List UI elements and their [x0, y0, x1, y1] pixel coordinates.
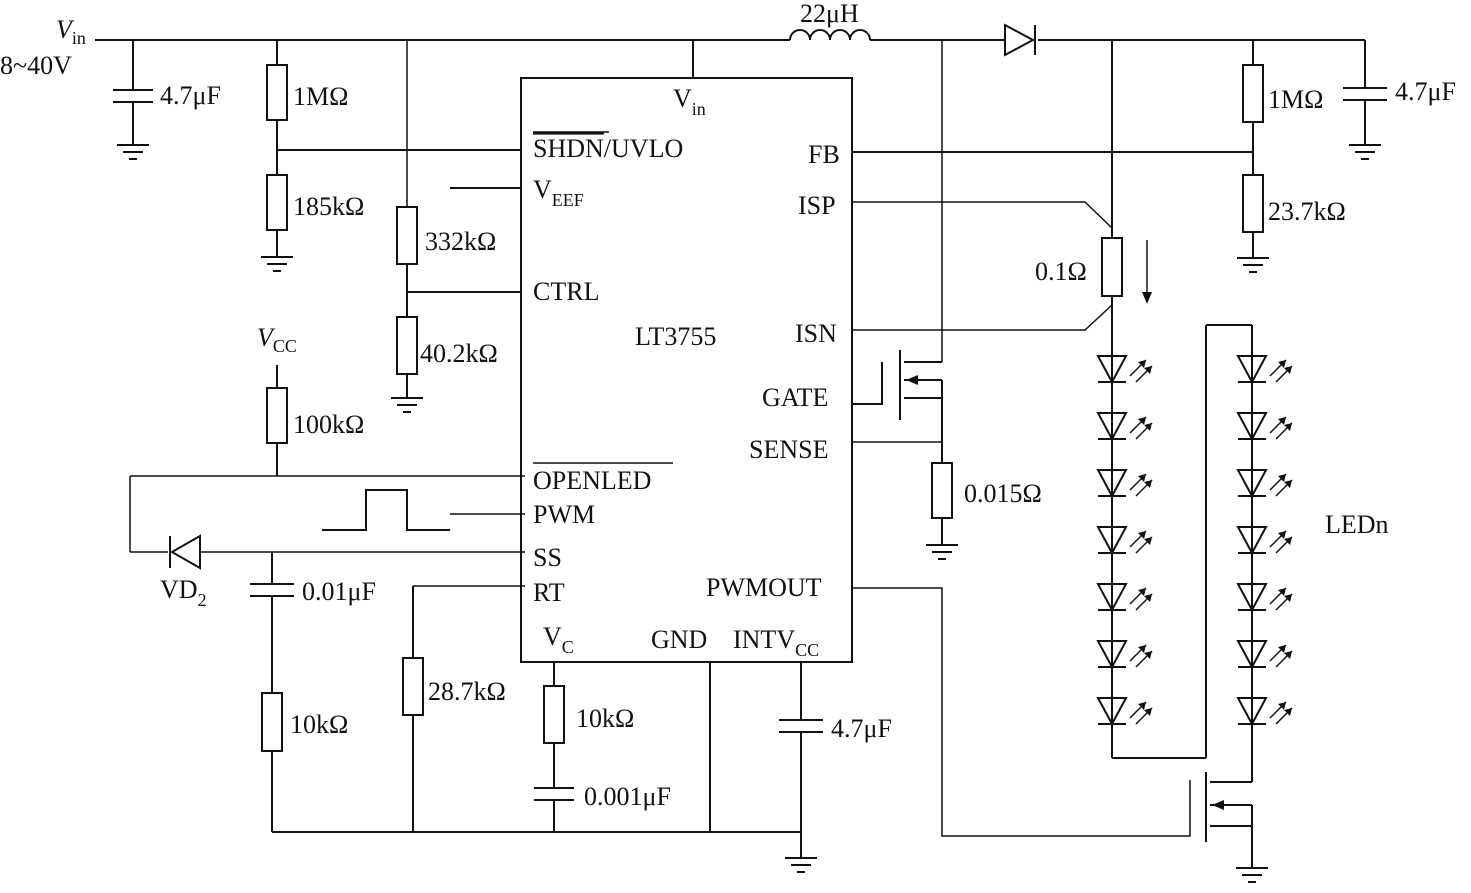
diode-vd2 — [130, 534, 525, 570]
pin-pwmout: PWMOUT — [706, 573, 822, 602]
pin-vin: Vin — [673, 84, 706, 119]
vcc-label: VCC — [257, 323, 297, 356]
vc-network — [534, 662, 574, 832]
input-capacitor-label: 4.7μF — [160, 81, 221, 110]
r-40k2-label: 40.2kΩ — [420, 339, 498, 368]
output-capacitor — [1343, 40, 1387, 160]
pin-rt: RT — [533, 578, 565, 607]
supply-range-label: 8~40V — [0, 51, 72, 80]
current-sense-wires — [852, 201, 1113, 331]
leds-label: LEDn — [1325, 510, 1389, 539]
r-1m-in-label: 1MΩ — [293, 82, 348, 111]
r-332k-label: 332kΩ — [425, 227, 496, 256]
input-capacitor — [113, 40, 153, 160]
openled-pullup — [129, 365, 525, 552]
ic-part-label: LT3755 — [635, 322, 716, 351]
inductor-label: 22μH — [800, 0, 859, 28]
ss-network — [250, 552, 294, 832]
pin-ctrl: CTRL — [533, 277, 599, 306]
r-sense-label: 0.015Ω — [964, 479, 1042, 508]
pin-vc: VC — [543, 622, 574, 657]
r-led-label: 0.1Ω — [1035, 257, 1087, 286]
rt-network — [402, 585, 525, 832]
ctrl-divider — [390, 40, 525, 413]
uvlo-divider — [260, 40, 525, 272]
intvcc-capacitor — [779, 662, 823, 873]
pwm-pulse-symbol — [322, 489, 525, 531]
pin-vref: VEEF — [533, 175, 584, 210]
main-mosfet — [852, 350, 943, 463]
pin-ss: SS — [533, 543, 562, 572]
pin-fb: FB — [808, 140, 840, 169]
r-vc-label: 10kΩ — [576, 704, 634, 733]
pin-isn: ISN — [795, 319, 837, 348]
pin-isp: ISP — [798, 191, 836, 220]
pin-shdn-uvlo: SHDN/UVLO — [533, 134, 683, 163]
r-185k-label: 185kΩ — [293, 192, 364, 221]
r-10k-ss-label: 10kΩ — [290, 710, 348, 739]
r-100k-label: 100kΩ — [293, 410, 364, 439]
pin-sense: SENSE — [749, 435, 828, 464]
c-intvcc-label: 4.7μF — [831, 714, 892, 743]
r-1m-out-label: 1MΩ — [1268, 85, 1323, 114]
fb-divider — [1236, 40, 1270, 273]
current-direction-arrow — [1142, 240, 1152, 304]
pin-intvcc: INTVCC — [733, 625, 819, 660]
c-ss-label: 0.01μF — [302, 577, 376, 606]
pin-pwm: PWM — [533, 500, 595, 529]
catch-diode — [1004, 23, 1036, 57]
vin-label: Vin — [56, 15, 86, 48]
pin-gnd: GND — [651, 625, 707, 654]
r-23k7-label: 23.7kΩ — [1268, 197, 1346, 226]
pwm-mosfet — [852, 587, 1269, 883]
output-capacitor-label: 4.7μF — [1395, 77, 1456, 106]
sense-resistor — [925, 462, 959, 560]
pin-openled: OPENLED — [533, 466, 651, 495]
c-vc-label: 0.001μF — [584, 782, 671, 811]
vd2-label: VD2 — [160, 575, 207, 610]
led-string-1 — [1101, 40, 1252, 759]
r-rt-label: 28.7kΩ — [428, 677, 506, 706]
lt3755-ic — [520, 77, 853, 663]
pin-gate: GATE — [762, 383, 828, 412]
inductor — [789, 29, 871, 41]
